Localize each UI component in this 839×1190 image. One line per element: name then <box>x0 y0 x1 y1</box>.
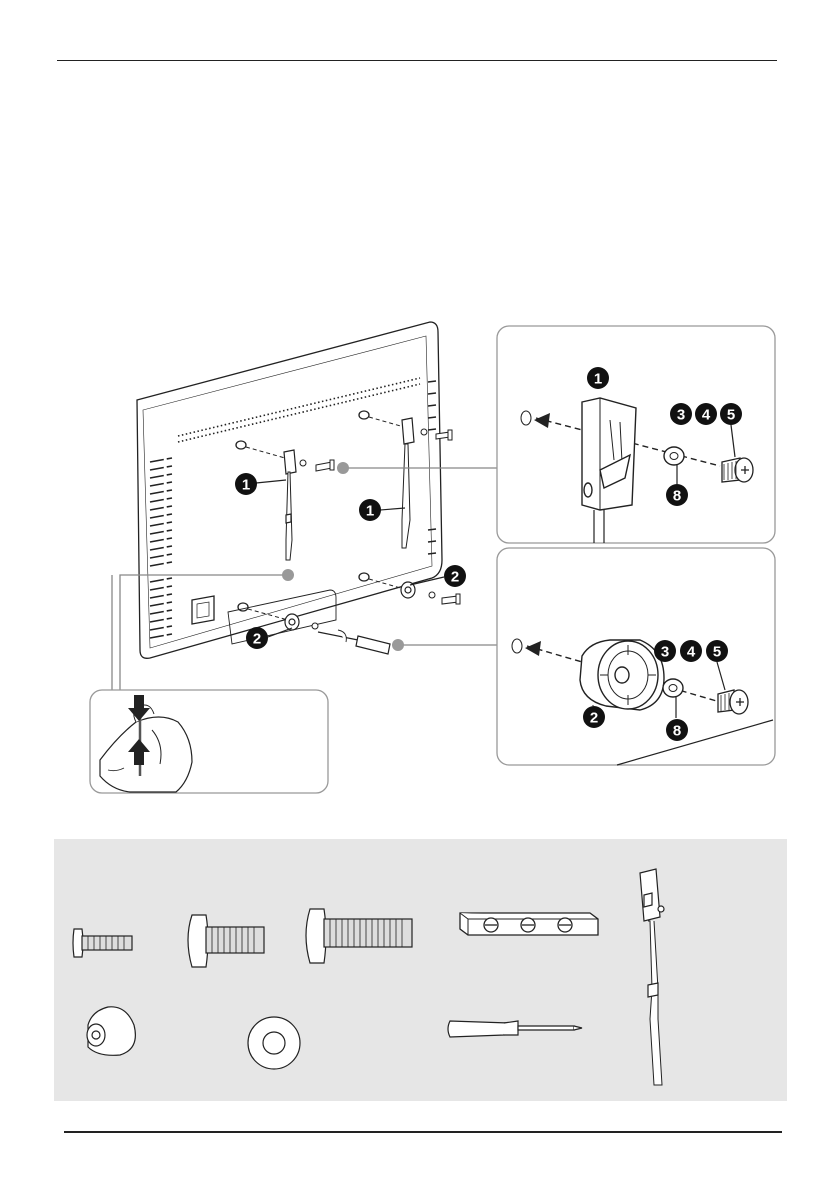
callout-label: 5 <box>713 644 721 661</box>
callout-label: 1 <box>594 371 602 388</box>
washer-icon <box>663 679 683 697</box>
inset-strap-lock <box>90 690 328 793</box>
callout-label: 5 <box>727 407 735 424</box>
screw-icon <box>306 909 412 963</box>
callout-4-inset-b: 4 <box>680 640 702 662</box>
spacer-icon <box>580 640 664 710</box>
screwdriver-icon <box>448 1021 582 1037</box>
screw-icon <box>718 690 748 714</box>
screw-icon <box>188 915 264 967</box>
callout-label: 4 <box>687 644 696 661</box>
callout-8-inset-b: 8 <box>666 719 688 741</box>
callout-3-inset-a: 3 <box>670 403 692 425</box>
callout-label: 4 <box>702 407 711 424</box>
strap-icon <box>640 869 664 1085</box>
callout-4-inset-a: 4 <box>695 403 717 425</box>
anchor-icon <box>460 913 598 935</box>
washer-icon <box>664 447 684 465</box>
callout-label: 2 <box>590 710 598 727</box>
parts-illustration <box>54 839 787 1101</box>
callout-1-inset-a: 1 <box>587 367 609 389</box>
callout-label: 3 <box>661 644 669 661</box>
callout-2-tv-left: 2 <box>246 627 292 649</box>
callout-5-inset-a: 5 <box>720 403 742 425</box>
screwdriver-icon <box>318 630 390 654</box>
callout-2-inset-b: 2 <box>583 706 605 728</box>
bottom-rule <box>64 1131 782 1133</box>
mounting-illustration: 1 3 4 5 8 <box>0 0 839 830</box>
callout-label: 2 <box>253 631 261 648</box>
spacer-icon <box>87 1007 135 1056</box>
screw-icon <box>73 929 132 957</box>
callout-label: 1 <box>242 477 250 494</box>
callout-5-inset-b: 5 <box>706 640 728 662</box>
screw-icon <box>722 458 753 482</box>
callout-label: 1 <box>366 503 374 520</box>
callout-label: 3 <box>677 407 685 424</box>
washer-icon <box>248 1017 300 1069</box>
inset-spacer-detail: 2 3 4 5 8 <box>497 548 775 765</box>
inset-bracket-detail: 1 3 4 5 8 <box>497 326 775 543</box>
callout-label: 8 <box>673 723 681 740</box>
callout-8-inset-a: 8 <box>666 484 688 506</box>
callout-label: 8 <box>673 488 681 505</box>
parts-panel <box>54 839 787 1101</box>
callout-label: 2 <box>451 569 459 586</box>
callout-3-inset-b: 3 <box>654 640 676 662</box>
